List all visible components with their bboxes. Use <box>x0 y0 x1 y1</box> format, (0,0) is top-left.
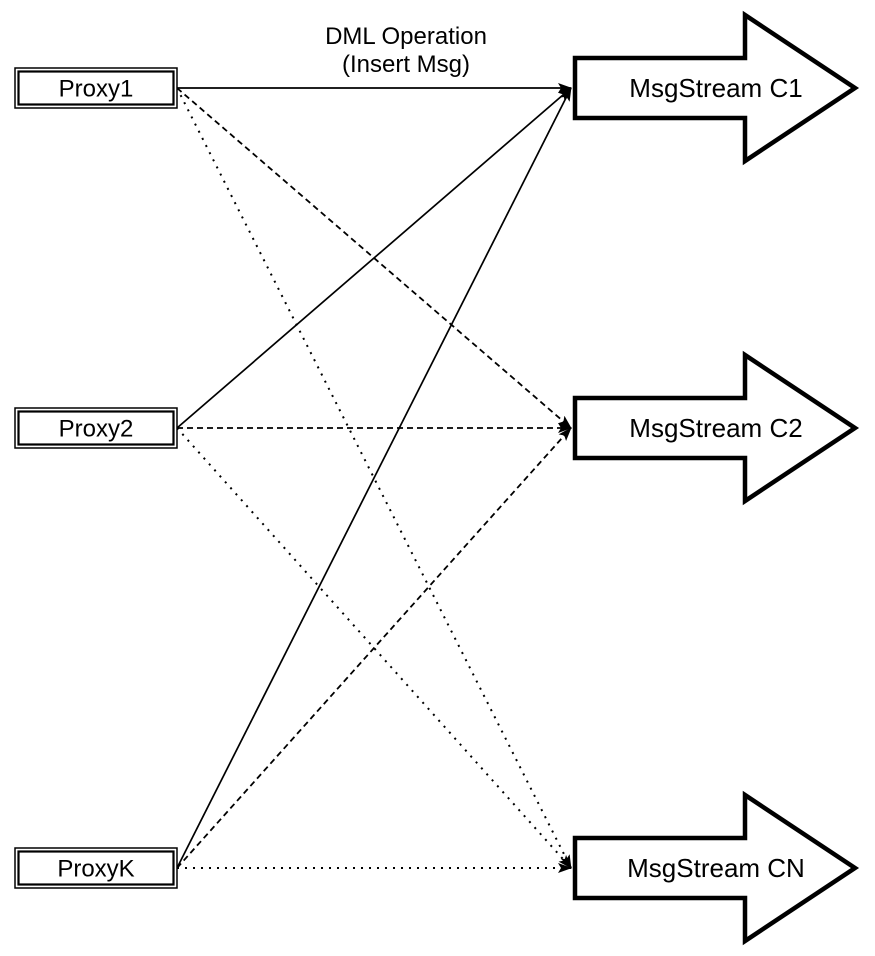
edge-proxy2-to-c1 <box>176 87 572 429</box>
proxy-node-proxy2: Proxy2 <box>14 407 178 449</box>
edge-proxyk-to-c1 <box>176 87 572 869</box>
stream-node-cn: MsgStream CN <box>572 790 860 946</box>
proxy1-label: Proxy1 <box>59 75 134 102</box>
msgstream-c1-label: MsgStream C1 <box>629 73 802 103</box>
msgstream-cn-label: MsgStream CN <box>627 853 805 883</box>
edge-proxy1-to-cn <box>176 87 572 869</box>
proxy1-box-inner <box>17 70 175 106</box>
dml-operation-annotation: DML Operation (Insert Msg) <box>325 23 487 78</box>
proxy2-box-inner <box>17 410 175 446</box>
proxy2-label: Proxy2 <box>59 415 134 442</box>
msgstream-c1-arrow-icon <box>572 10 860 166</box>
proxy-node-proxy1: Proxy1 <box>14 67 178 109</box>
msgstream-c2-arrow-icon <box>572 350 860 506</box>
msgstream-cn-arrow-icon <box>572 790 860 946</box>
stream-node-c1: MsgStream C1 <box>572 10 860 166</box>
proxyk-box-inner <box>17 850 175 886</box>
proxy-node-proxyk: ProxyK <box>14 847 178 889</box>
annotation-line2: (Insert Msg) <box>342 51 470 78</box>
stream-node-c2: MsgStream C2 <box>572 350 860 506</box>
msgstream-c2-label: MsgStream C2 <box>629 413 802 443</box>
edge-layer <box>176 83 572 873</box>
proxyk-label: ProxyK <box>57 855 134 882</box>
annotation-line1: DML Operation <box>325 23 487 50</box>
edge-proxyk-to-c2 <box>176 427 572 869</box>
